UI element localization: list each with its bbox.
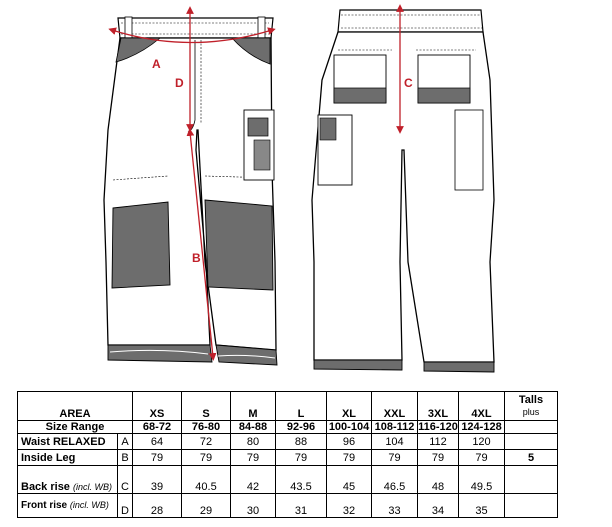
measure-c-label: C (404, 76, 413, 90)
front-rise-row: Front rise (incl. WB) D 28 29 30 31 32 3… (17, 493, 558, 518)
row-code: B (117, 449, 133, 466)
measure-d-label: D (175, 76, 184, 90)
inside-leg-row: Inside Leg B 79 79 79 79 79 79 79 79 5 (17, 449, 558, 466)
row-label-note: (incl. WB) (73, 482, 112, 492)
size-header: 4XL (458, 391, 505, 421)
value-cell: 48 (417, 465, 459, 494)
size-header: M (230, 391, 276, 421)
value-cell: 79 (326, 449, 372, 466)
front-pocket-panel-right (231, 37, 271, 65)
value-cell: 79 (132, 449, 182, 466)
value-cell: 79 (181, 449, 231, 466)
trousers-back-view: C (311, 4, 495, 373)
value-cell: 96 (326, 433, 372, 450)
range-cell: 116-120 (417, 420, 459, 434)
value-cell: 79 (275, 449, 327, 466)
value-cell: 32 (326, 493, 372, 518)
value-cell: 72 (181, 433, 231, 450)
talls-cell: 5 (504, 449, 558, 466)
value-cell: 79 (230, 449, 276, 466)
size-range-row: Size Range 68-72 76-80 84-88 92-96 100-1… (17, 420, 558, 434)
value-cell: 112 (417, 433, 459, 450)
talls-cell (504, 493, 558, 518)
talls-cell (504, 433, 558, 450)
talls-cell (504, 465, 558, 494)
front-pocket-panel-left (115, 37, 162, 63)
value-cell: 35 (458, 493, 505, 518)
value-cell: 79 (417, 449, 459, 466)
row-label-note: (incl. WB) (69, 500, 109, 510)
value-cell: 49.5 (458, 465, 505, 494)
value-cell: 31 (275, 493, 327, 518)
measure-a-label: A (152, 57, 161, 71)
range-cell: 124-128 (458, 420, 505, 434)
value-cell: 80 (230, 433, 276, 450)
row-label: Front rise (incl. WB) (17, 493, 118, 518)
value-cell: 29 (181, 493, 231, 518)
value-cell: 33 (371, 493, 418, 518)
value-cell: 42 (230, 465, 276, 494)
size-header: S (181, 391, 231, 421)
back-hem-right (423, 361, 495, 373)
row-label-text: Back rise (21, 481, 70, 493)
area-header: AREA (17, 391, 133, 421)
right-knee-pad (204, 199, 274, 291)
range-cell: 84-88 (230, 420, 276, 434)
trousers-technical-drawing: A D B C (103, 4, 495, 373)
row-label-text: Inside Leg (21, 451, 76, 464)
value-cell: 43.5 (275, 465, 327, 494)
range-cell: 68-72 (132, 420, 182, 434)
measure-b-line (186, 128, 217, 361)
row-label-text: Front rise (21, 500, 68, 511)
range-cell: 92-96 (275, 420, 327, 434)
value-cell: 39 (132, 465, 182, 494)
range-talls-cell (504, 420, 558, 434)
row-code: D (117, 493, 133, 518)
value-cell: 34 (417, 493, 459, 518)
row-label: Waist RELAXED (17, 433, 118, 450)
row-label: Inside Leg (17, 449, 118, 466)
value-cell: 28 (132, 493, 182, 518)
size-header: XS (132, 391, 182, 421)
range-cell: 100-104 (326, 420, 372, 434)
value-cell: 104 (371, 433, 418, 450)
value-cell: 88 (275, 433, 327, 450)
left-knee-pad (111, 201, 171, 289)
row-code: A (117, 433, 133, 450)
value-cell: 45 (326, 465, 372, 494)
size-header: L (275, 391, 327, 421)
talls-label: Talls (518, 394, 544, 406)
value-cell: 79 (371, 449, 418, 466)
back-hem-left (313, 359, 403, 371)
talls-header: Talls plus (504, 391, 558, 421)
front-hem-right (215, 344, 278, 366)
size-range-label: Size Range (17, 420, 133, 434)
front-hem-left (107, 344, 213, 363)
range-cell: 76-80 (181, 420, 231, 434)
value-cell: 46.5 (371, 465, 418, 494)
size-header: 3XL (417, 391, 459, 421)
back-legs-outline (311, 31, 495, 363)
measure-b-label: B (192, 251, 201, 265)
waist-row: Waist RELAXED A 64 72 80 88 96 104 112 1… (17, 433, 558, 450)
row-label: Back rise (incl. WB) (17, 465, 118, 494)
row-label-text: Waist RELAXED (21, 435, 106, 448)
size-header: XXL (371, 391, 418, 421)
header-row: AREA XS S M L XL XXL 3XL 4XL Talls plus (17, 391, 558, 421)
range-cell: 108-112 (371, 420, 418, 434)
value-cell: 40.5 (181, 465, 231, 494)
talls-sub: plus (522, 407, 540, 417)
value-cell: 120 (458, 433, 505, 450)
value-cell: 30 (230, 493, 276, 518)
back-rise-row: Back rise (incl. WB) C 39 40.5 42 43.5 4… (17, 465, 558, 494)
trousers-front-view: A D B (103, 6, 278, 366)
size-header: XL (326, 391, 372, 421)
value-cell: 64 (132, 433, 182, 450)
back-waistband (337, 9, 484, 33)
row-code: C (117, 465, 133, 494)
front-waistband (117, 17, 274, 39)
value-cell: 79 (458, 449, 505, 466)
size-chart-table: AREA XS S M L XL XXL 3XL 4XL Talls plus … (17, 391, 558, 518)
